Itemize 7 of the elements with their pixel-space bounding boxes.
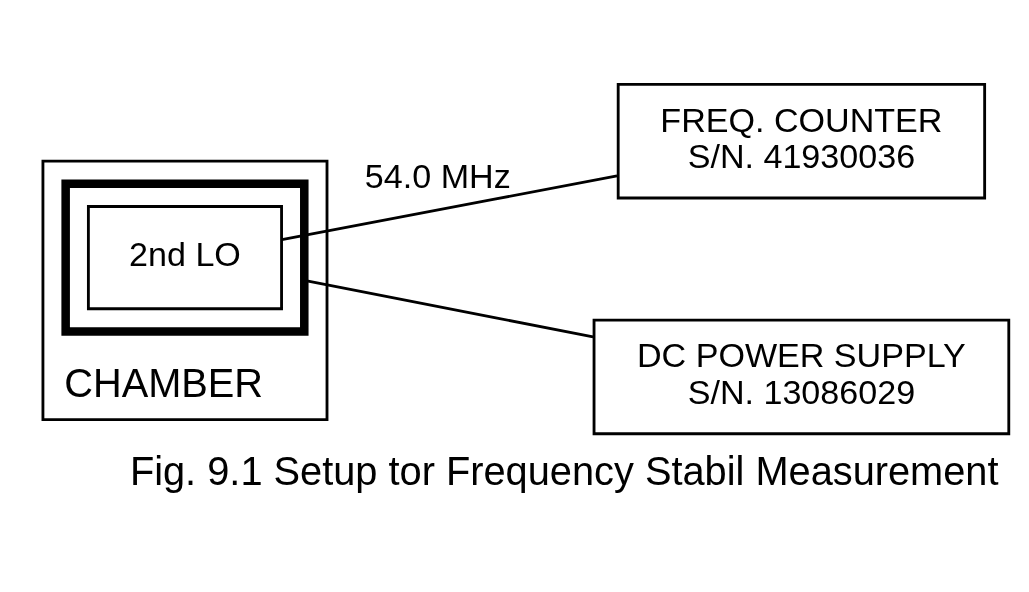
node-box: DC POWER SUPPLY S/N. 13086029 <box>592 318 1011 436</box>
node-box: FREQ. COUNTER S/N. 41930036 <box>616 82 987 200</box>
caption: Fig. 9.1 Setup tor Frequency Stabil Measurement <box>129 449 999 494</box>
node-box: 2nd LO <box>86 205 283 311</box>
connector <box>281 174 618 242</box>
edge-label: 54.0 MHz <box>364 157 511 196</box>
cluster <box>61 179 309 336</box>
